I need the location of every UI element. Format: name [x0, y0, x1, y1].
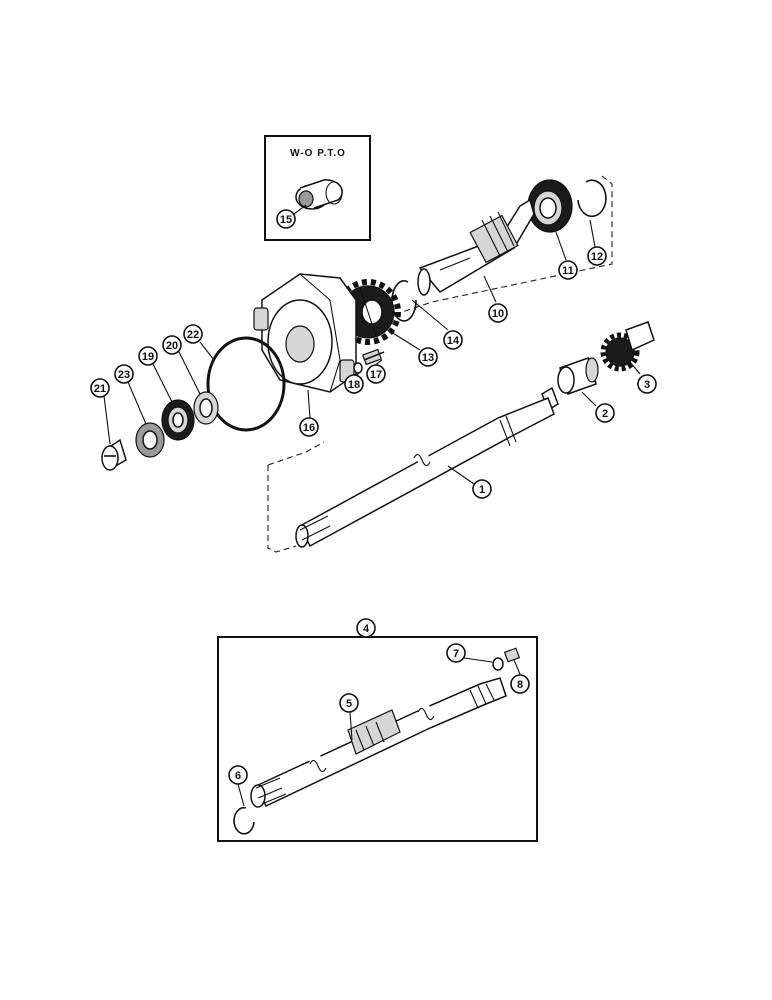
snap-ring-part-6	[233, 806, 255, 835]
callout-15: 15	[276, 209, 296, 229]
svg-text:18: 18	[348, 379, 360, 391]
cap-part-21	[101, 438, 127, 471]
svg-text:3: 3	[644, 379, 650, 391]
callout-22: 22	[183, 324, 203, 344]
svg-text:8: 8	[517, 679, 523, 691]
svg-text:20: 20	[166, 340, 178, 352]
bushing-part-2	[557, 357, 599, 395]
callout-7: 7	[446, 643, 466, 663]
gear-part-3	[600, 321, 655, 372]
svg-text:12: 12	[591, 251, 603, 263]
bolt-part-17	[362, 348, 385, 366]
bearing-part-19	[161, 399, 195, 441]
leader-lines-bottom	[237, 628, 521, 807]
svg-text:4: 4	[363, 623, 370, 635]
callout-20: 20	[162, 335, 182, 355]
svg-text:6: 6	[235, 770, 241, 782]
callout-5: 5	[339, 693, 359, 713]
callout-18: 18	[344, 374, 364, 394]
inset-title: W-O P.T.O	[290, 148, 346, 159]
shaft-part-10	[417, 198, 535, 296]
washer-part-18	[353, 362, 363, 374]
washer-part-7	[492, 657, 504, 671]
svg-text:19: 19	[142, 351, 154, 363]
callout-10: 10	[488, 303, 508, 323]
svg-text:15: 15	[280, 214, 292, 226]
callout-11: 11	[558, 260, 578, 280]
svg-text:23: 23	[118, 369, 130, 381]
seal-part-23	[135, 422, 165, 458]
inset-wo-pto: W-O P.T.O	[264, 135, 371, 241]
svg-text:10: 10	[492, 308, 504, 320]
callout-14: 14	[443, 330, 463, 350]
callout-17: 17	[366, 364, 386, 384]
callout-13: 13	[418, 347, 438, 367]
snap-ring-part-12	[577, 179, 607, 218]
housing-part-16	[253, 273, 357, 393]
svg-text:21: 21	[94, 383, 106, 395]
callout-3: 3	[637, 374, 657, 394]
callout-21: 21	[90, 378, 110, 398]
shaft-part-5	[250, 677, 507, 808]
callout-16: 16	[299, 417, 319, 437]
callout-12: 12	[587, 246, 607, 266]
svg-text:17: 17	[370, 369, 382, 381]
callout-2: 2	[595, 403, 615, 423]
svg-text:22: 22	[187, 329, 199, 341]
callout-8: 8	[510, 674, 530, 694]
callout-4: 4	[356, 618, 376, 638]
callout-23: 23	[114, 364, 134, 384]
svg-text:2: 2	[602, 408, 608, 420]
svg-text:11: 11	[562, 265, 574, 277]
bearing-part-11	[527, 179, 573, 233]
bushing-part-15	[295, 179, 343, 210]
svg-text:7: 7	[453, 648, 459, 660]
svg-text:5: 5	[346, 698, 352, 710]
svg-text:13: 13	[422, 352, 434, 364]
svg-text:14: 14	[447, 335, 460, 347]
callout-6: 6	[228, 765, 248, 785]
seal-part-20	[193, 391, 219, 425]
callout-19: 19	[138, 346, 158, 366]
callout-1: 1	[472, 479, 492, 499]
callouts: 15 12 11 10 14 13 17 18 16 22 20 19 23 2…	[90, 209, 657, 785]
o-ring-part-22	[206, 336, 286, 432]
svg-text:16: 16	[303, 422, 315, 434]
screw-part-8	[503, 647, 521, 663]
shaft-part-1	[295, 386, 559, 548]
svg-text:1: 1	[479, 484, 485, 496]
